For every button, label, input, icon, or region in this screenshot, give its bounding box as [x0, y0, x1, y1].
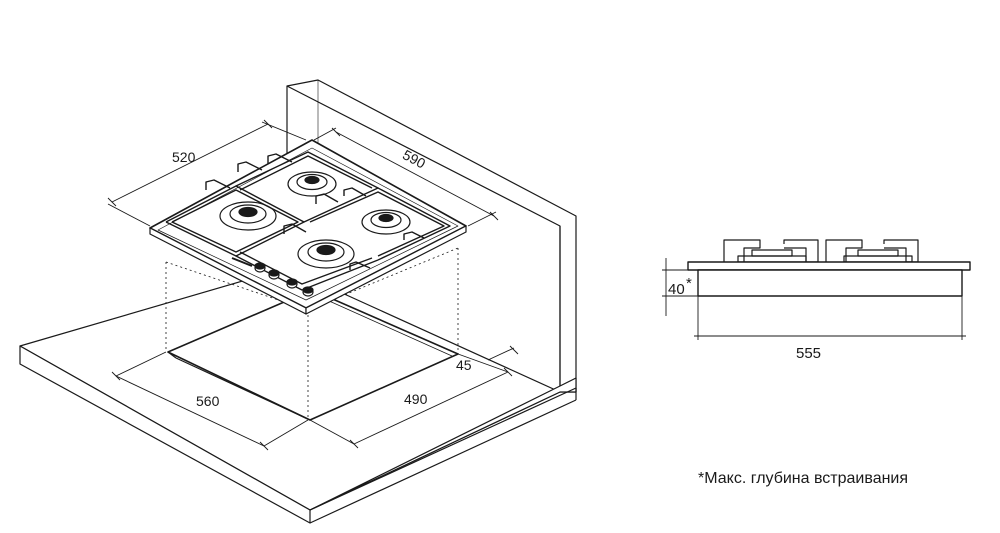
side-body	[697, 269, 963, 297]
side-burners	[737, 249, 913, 263]
burner-back-right	[361, 209, 411, 235]
projection-lines	[165, 247, 459, 420]
dim-555-line	[694, 296, 966, 340]
label-490: 490	[404, 391, 428, 407]
dim-45-line	[487, 345, 519, 361]
hob	[149, 139, 467, 315]
dim-560-line	[111, 351, 309, 451]
label-520: 520	[172, 149, 196, 165]
side-pan-supports	[723, 239, 919, 263]
burner-front-left	[219, 201, 277, 231]
side-top-plate	[687, 261, 971, 271]
burner-back-left	[287, 171, 337, 197]
knob-4	[302, 286, 314, 297]
footnote-max-depth: *Макс. глубина встраивания	[698, 470, 909, 487]
label-40: 40	[668, 281, 685, 298]
label-40-asterisk: *	[686, 275, 692, 292]
control-knobs	[254, 262, 314, 297]
burner-front-right	[297, 239, 355, 269]
knob-3	[286, 278, 298, 289]
label-555: 555	[796, 345, 821, 362]
side-view	[662, 239, 971, 340]
brand-logo	[231, 257, 253, 267]
knob-2	[268, 269, 280, 280]
dim-490-line	[309, 353, 513, 449]
dim-520-line	[107, 119, 307, 227]
label-560: 560	[196, 393, 220, 409]
knob-1	[254, 262, 266, 273]
dim-590-line	[313, 127, 499, 227]
pan-supports	[165, 151, 451, 291]
label-45: 45	[456, 357, 472, 373]
dim-40-line	[662, 258, 698, 316]
